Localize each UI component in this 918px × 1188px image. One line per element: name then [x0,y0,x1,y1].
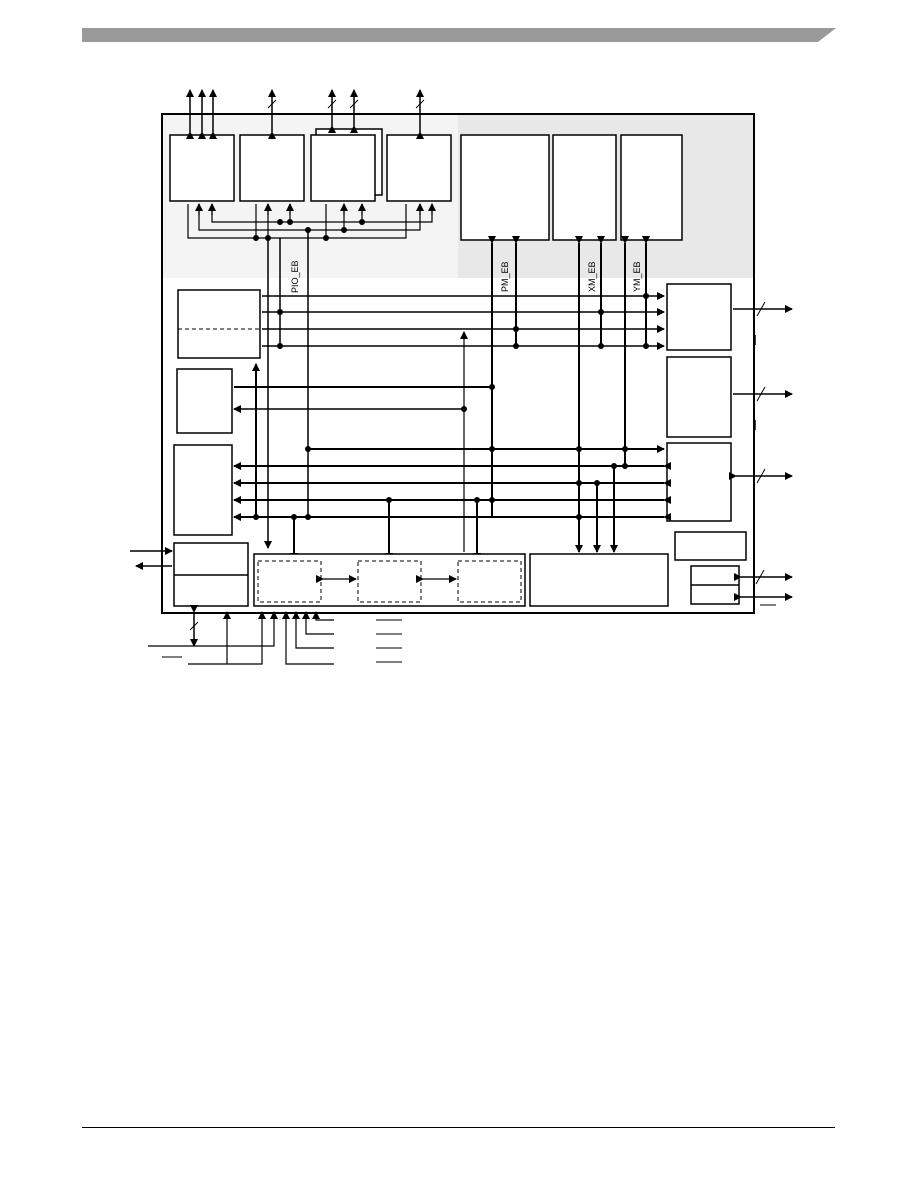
peripheral-block-1 [169,134,235,202]
pcu-sub-block-3 [457,560,522,603]
address-buses [262,292,665,350]
pm-eb-label: PM_EB [500,261,510,292]
block-diagram: PIO_EB PM_EB XM_EB YM_EB [130,89,793,665]
top-pin-slashes [267,99,425,109]
header-bar-shape [82,28,836,42]
irq-overbars [376,619,402,663]
top-pin-arrows [186,89,424,139]
pio-eb-label: PIO_EB [290,260,300,293]
program-control-unit [253,553,526,607]
vertical-drops [252,363,618,561]
xm-eb-label: XM_EB [587,261,597,292]
oscillator-block [674,531,747,561]
peripheral-block-2 [239,134,305,202]
external-data-switch [666,442,732,522]
irq-pin-4 [312,611,334,621]
mode-pin-1 [188,611,266,665]
data-arithmetic-unit [529,553,669,607]
right-pin-slashes [756,301,766,484]
peripheral-block-3 [310,134,376,202]
y-memory-block [620,134,683,241]
pcu-sub-block-2 [357,560,422,603]
program-decode-block [176,368,233,434]
pio-eb-lines [267,230,309,520]
peripheral-block-4 [386,134,452,202]
jtag-pin-slash [755,569,765,585]
program-memory-block [460,134,550,241]
x-memory-block [552,134,617,241]
reset-pin-slash [189,621,199,631]
right-pin-arrows [729,305,793,480]
chip-outline [161,113,755,614]
page-header-bar [82,28,836,42]
mode-pin-2 [148,611,278,647]
irq-pin-2 [292,611,334,649]
junction-dots [253,219,649,520]
pcu-sub-block-1 [257,560,322,603]
ym-eb-label: YM_EB [632,261,642,292]
irq-pin-3 [302,611,334,635]
bus-control-block [666,356,732,438]
external-address-switch [666,283,732,351]
page-footer-rule [82,1127,835,1128]
data-alu-block [173,444,233,536]
interconnect-up-arrows [195,203,436,215]
address-generation-block [177,289,261,359]
irq-pin-1 [282,611,334,665]
